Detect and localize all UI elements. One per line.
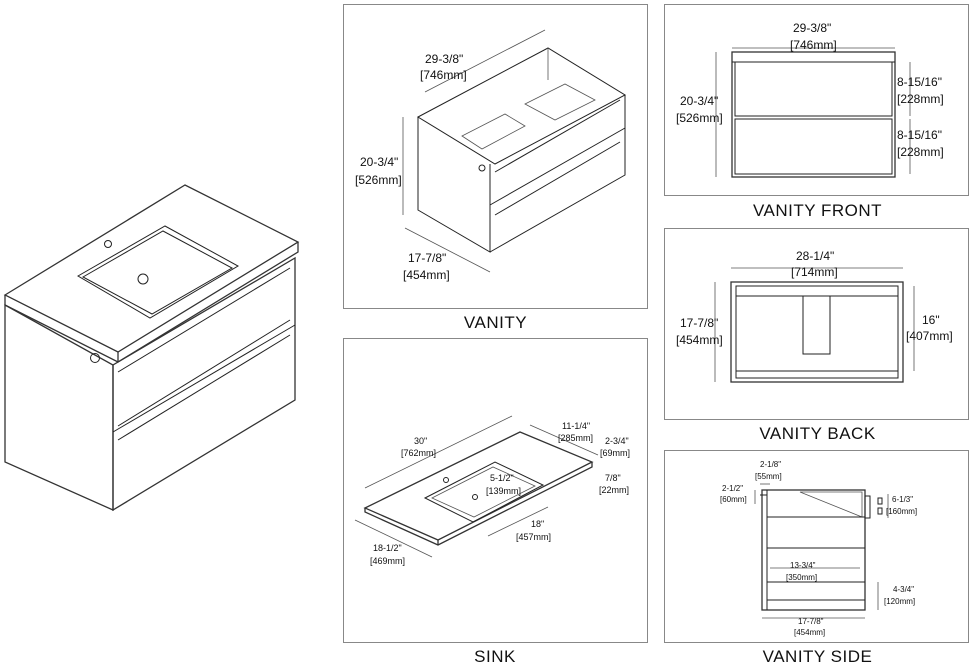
sink-bowl-depth-in: 5-1/2" xyxy=(490,473,514,483)
vanity-width-in: 29-3/8" xyxy=(425,52,463,66)
front-width-in: 29-3/8" xyxy=(793,21,831,35)
side-c-in: 6-1/3" xyxy=(892,495,913,504)
caption-vanity-front: VANITY FRONT xyxy=(752,201,883,220)
caption-sink: SINK xyxy=(474,647,516,666)
sink-thick-in: 7/8" xyxy=(605,473,621,483)
back-width-mm: [714mm] xyxy=(791,265,838,279)
side-e-mm: [120mm] xyxy=(884,597,915,606)
side-e-in: 4-3/4" xyxy=(893,585,914,594)
vanity-height-in: 20-3/4" xyxy=(360,155,398,169)
sink-depth-in: 18-1/2" xyxy=(373,543,402,553)
side-d-mm: [350mm] xyxy=(786,573,817,582)
back-inner-in: 16" xyxy=(922,313,940,327)
sink-lip-in: 2-3/4" xyxy=(605,436,629,446)
sink-bowl-depth-mm: [139mm] xyxy=(486,486,521,496)
side-a-in: 2-1/8" xyxy=(760,460,781,469)
back-height-in: 17-7/8" xyxy=(680,316,718,330)
vanity-width-mm: [746mm] xyxy=(420,68,467,82)
sink-back-mm: [285mm] xyxy=(558,433,593,443)
sink-lip-mm: [69mm] xyxy=(600,448,630,458)
vanity-panel xyxy=(343,4,648,309)
vanity-iso-small xyxy=(402,29,627,273)
sink-length-mm: [762mm] xyxy=(401,448,436,458)
vanity-front-panel xyxy=(664,4,969,196)
side-b-mm: [60mm] xyxy=(720,495,747,504)
sink-panel xyxy=(343,338,648,643)
front-drawer1-in: 8-15/16" xyxy=(897,75,942,89)
vanity-depth-in: 17-7/8" xyxy=(408,251,446,265)
front-drawer1-mm: [228mm] xyxy=(897,92,944,106)
side-b-in: 2-1/2" xyxy=(722,484,743,493)
sink-drawing xyxy=(354,415,599,558)
front-width-mm: [746mm] xyxy=(790,38,837,52)
vanity-depth-mm: [454mm] xyxy=(403,268,450,282)
sink-bowl-len-in: 18" xyxy=(531,519,544,529)
vanity-side-drawing xyxy=(754,483,889,619)
vanity-iso-main xyxy=(3,184,300,512)
back-width-in: 28-1/4" xyxy=(796,249,834,263)
front-drawer2-mm: [228mm] xyxy=(897,145,944,159)
vanity-back-drawing xyxy=(714,267,915,383)
sink-thick-mm: [22mm] xyxy=(599,485,629,495)
caption-vanity-back: VANITY BACK xyxy=(759,424,876,443)
sink-depth-mm: [469mm] xyxy=(370,556,405,566)
side-f-mm: [454mm] xyxy=(794,628,825,637)
sink-length-in: 30" xyxy=(414,436,427,446)
sink-bowl-len-mm: [457mm] xyxy=(516,532,551,542)
side-c-mm: [160mm] xyxy=(886,507,917,516)
front-drawer2-in: 8-15/16" xyxy=(897,128,942,142)
front-height-in: 20-3/4" xyxy=(680,94,718,108)
side-a-mm: [55mm] xyxy=(755,472,782,481)
back-inner-mm: [407mm] xyxy=(906,329,953,343)
side-d-in: 13-3/4" xyxy=(790,561,816,570)
caption-vanity-side: VANITY SIDE xyxy=(762,647,873,666)
caption-vanity: VANITY xyxy=(463,313,528,332)
back-height-mm: [454mm] xyxy=(676,333,723,347)
vanity-side-panel xyxy=(664,450,969,643)
side-f-in: 17-7/8" xyxy=(798,617,824,626)
vanity-front-drawing xyxy=(715,47,911,178)
sink-back-in: 11-1/4" xyxy=(562,421,590,431)
vanity-height-mm: [526mm] xyxy=(355,173,402,187)
front-height-mm: [526mm] xyxy=(676,111,723,125)
